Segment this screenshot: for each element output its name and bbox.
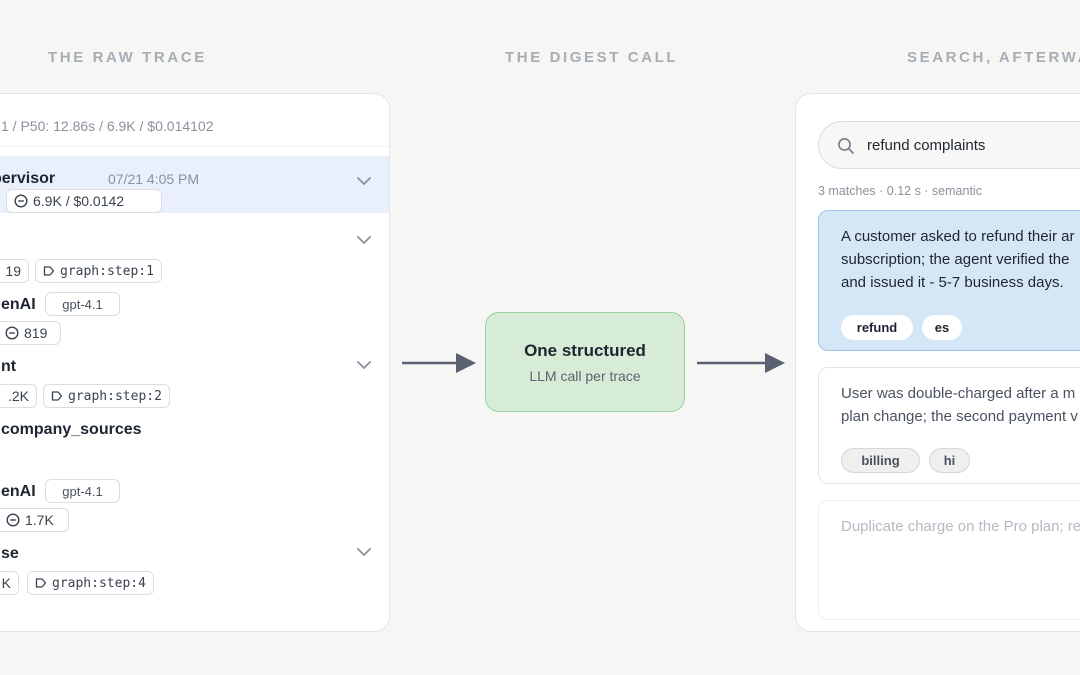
- arrow-right-icon: [697, 353, 785, 373]
- result-summary: A customer asked to refund their ar subs…: [841, 228, 1075, 291]
- chevron-down-icon[interactable]: [356, 235, 372, 245]
- span-name[interactable]: pervisor: [0, 170, 56, 187]
- tag-icon: [43, 265, 55, 277]
- chevron-down-icon[interactable]: [356, 360, 372, 370]
- token-icon: [14, 194, 28, 208]
- span-timestamp: 07/21 4:05 PM: [108, 171, 200, 187]
- heading-digest-call: THE DIGEST CALL: [505, 49, 679, 66]
- token-icon: [6, 513, 20, 527]
- digest-call-box: One structured LLM call per trace: [485, 312, 685, 412]
- token-chip: .2K: [0, 384, 37, 408]
- token-chip: 19: [0, 259, 29, 283]
- tag-icon: [51, 390, 63, 402]
- search-icon: [837, 137, 855, 160]
- chevron-down-icon[interactable]: [356, 547, 372, 557]
- tag-refund[interactable]: refund: [841, 315, 913, 340]
- token-icon: [5, 326, 19, 340]
- span-name[interactable]: company_sources: [1, 421, 142, 438]
- digest-subtitle: LLM call per trace: [529, 368, 641, 384]
- span-name[interactable]: enAI: [1, 296, 36, 313]
- search-meta: 3 matches · 0.12 s · semantic: [818, 184, 982, 198]
- token-value: 19: [5, 263, 21, 279]
- divider: [0, 146, 389, 147]
- graph-step-value: graph:step:1: [60, 263, 154, 279]
- token-chip: K: [0, 571, 19, 595]
- graph-step-chip: graph:step:2: [43, 384, 170, 408]
- tag-language[interactable]: hi: [929, 448, 970, 473]
- graph-step-value: graph:step:4: [52, 575, 146, 591]
- token-cost-chip: 6.9K / $0.0142: [6, 189, 162, 213]
- tag-icon: [35, 577, 47, 589]
- token-chip: 819: [0, 321, 61, 345]
- search-result-card[interactable]: Duplicate charge on the Pro plan; re: [818, 500, 1080, 620]
- span-name[interactable]: enAI: [1, 483, 36, 500]
- token-chip: 1.7K: [0, 508, 69, 532]
- graph-step-chip: graph:step:1: [35, 259, 162, 283]
- model-chip: gpt-4.1: [45, 292, 120, 316]
- span-name[interactable]: nt: [1, 358, 17, 375]
- heading-raw-trace: THE RAW TRACE: [48, 49, 207, 66]
- raw-trace-panel: 1 / P50: 12.86s / 6.9K / $0.014102 pervi…: [0, 93, 390, 632]
- arrow-right-icon: [402, 353, 476, 373]
- graph-step-chip: graph:step:4: [27, 571, 154, 595]
- search-input[interactable]: refund complaints: [818, 121, 1080, 169]
- heading-search-afterward: SEARCH, AFTERWA: [907, 49, 1080, 66]
- digest-title: One structured: [524, 341, 646, 360]
- chevron-down-icon[interactable]: [356, 176, 372, 186]
- token-value: K: [1, 575, 11, 591]
- search-query[interactable]: refund complaints: [867, 137, 986, 154]
- graph-step-value: graph:step:2: [68, 388, 162, 404]
- search-result-card[interactable]: A customer asked to refund their ar subs…: [818, 210, 1080, 351]
- tag-billing[interactable]: billing: [841, 448, 920, 473]
- result-summary: User was double-charged after a m plan c…: [841, 385, 1078, 425]
- search-result-card[interactable]: User was double-charged after a m plan c…: [818, 367, 1080, 484]
- trace-summary: 1 / P50: 12.86s / 6.9K / $0.014102: [1, 118, 214, 134]
- model-chip: gpt-4.1: [45, 479, 120, 503]
- token-value: 819: [24, 325, 48, 341]
- token-value: 1.7K: [25, 512, 54, 528]
- token-value: .2K: [7, 388, 29, 404]
- search-panel: refund complaints 3 matches · 0.12 s · s…: [795, 93, 1080, 632]
- tag-language[interactable]: es: [922, 315, 962, 340]
- token-cost-value: 6.9K / $0.0142: [33, 193, 125, 209]
- result-summary: Duplicate charge on the Pro plan; re: [841, 518, 1080, 535]
- span-name[interactable]: se: [1, 545, 19, 562]
